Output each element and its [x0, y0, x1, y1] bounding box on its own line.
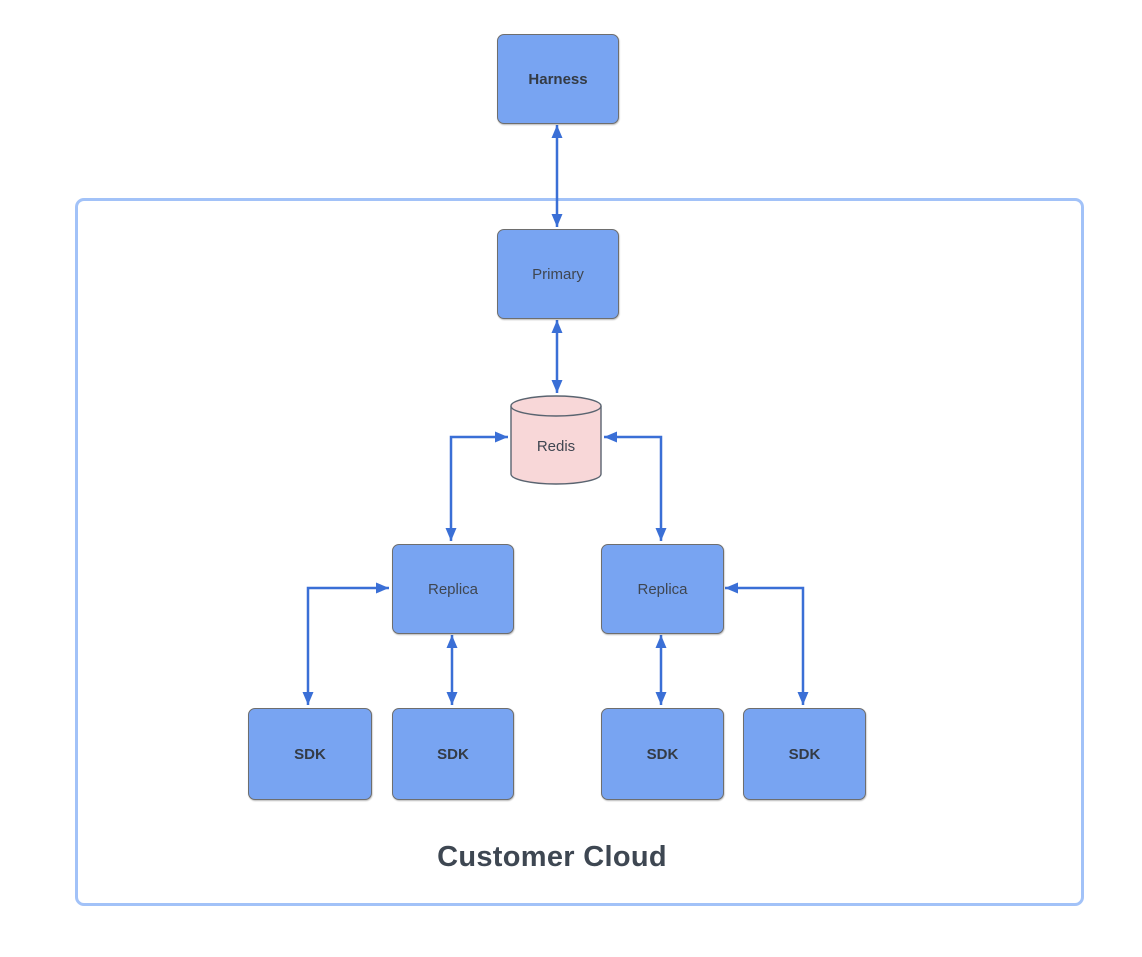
node-sdk-4-label: SDK — [788, 745, 821, 763]
node-replica-left-label: Replica — [427, 580, 479, 598]
redis-cylinder-icon — [510, 395, 602, 485]
node-replica-right-label: Replica — [637, 580, 688, 598]
node-sdk-3-label: SDK — [646, 745, 679, 763]
node-sdk-3: SDK — [601, 708, 724, 800]
node-primary-label: Primary — [532, 265, 584, 283]
node-redis-label: Redis — [536, 438, 576, 455]
node-sdk-2-label: SDK — [437, 745, 469, 763]
customer-cloud-container — [75, 198, 1084, 906]
node-primary: Primary — [497, 229, 619, 319]
node-replica-right: Replica — [601, 544, 724, 634]
node-sdk-1-label: SDK — [294, 745, 326, 763]
node-replica-left: Replica — [392, 544, 514, 634]
node-harness-label: Harness — [528, 70, 588, 88]
node-sdk-1: SDK — [248, 708, 372, 800]
node-harness: Harness — [497, 34, 619, 124]
node-redis: Redis — [510, 395, 602, 486]
customer-cloud-title: Customer Cloud — [437, 841, 667, 873]
node-sdk-2: SDK — [392, 708, 514, 800]
node-sdk-4: SDK — [743, 708, 866, 800]
